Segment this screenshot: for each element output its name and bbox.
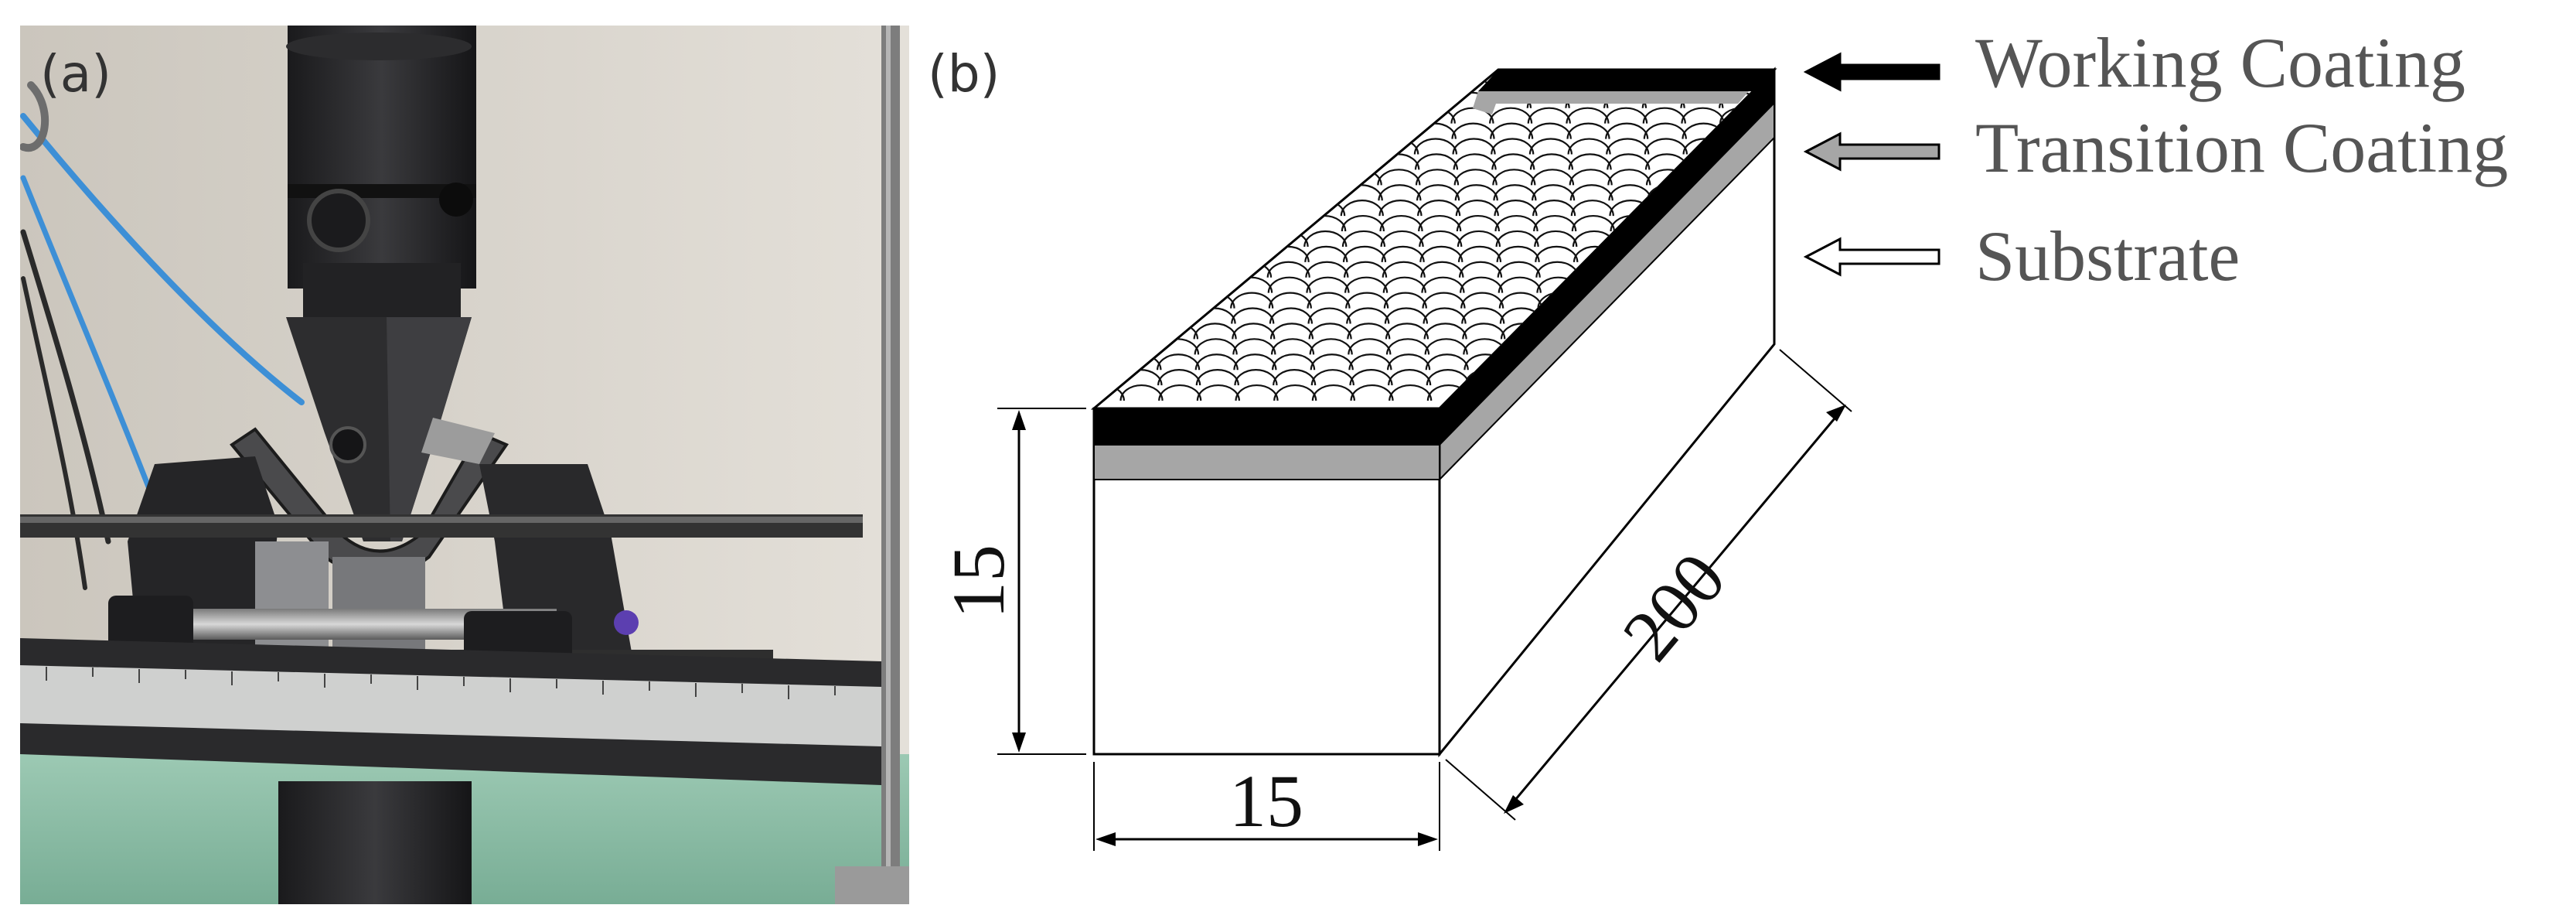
legend-label-substrate: Substrate <box>1975 217 2240 295</box>
legend-label-transition-coating: Transition Coating <box>1975 108 2508 187</box>
height-dimension <box>997 408 1086 755</box>
top-transition-strip <box>1473 91 1749 114</box>
panel-a-label: (a) <box>40 44 111 104</box>
length-dimension <box>1445 349 1852 821</box>
length-label: 200 <box>1607 538 1742 676</box>
width-dimension <box>1093 762 1440 851</box>
ruler <box>20 665 881 746</box>
working-coating-arrow-icon <box>1803 52 1941 92</box>
weld-bead-arc <box>1796 93 1838 108</box>
top-rim-right <box>1423 70 1774 425</box>
front-working-coating <box>1094 408 1440 445</box>
upper-column <box>288 26 476 289</box>
height-label: 15 <box>937 545 1020 619</box>
substrate-arrow-icon <box>1803 237 1941 277</box>
side-working-coating <box>1440 70 1774 445</box>
legend-label-working-coating: Working Coating <box>1975 23 2465 102</box>
ruler-ticks <box>46 667 836 699</box>
cables <box>20 81 305 590</box>
lower-column <box>278 781 472 904</box>
legend-item-working-coating: Working Coating <box>1803 23 2465 102</box>
specimen-schematic <box>1090 67 1838 758</box>
width-label: 15 <box>1229 760 1303 842</box>
front-transition-coating <box>1093 444 1440 480</box>
top-rim-back <box>1478 70 1774 91</box>
legend-item-substrate: Substrate <box>1803 217 2240 295</box>
panel-b-label: (b) <box>928 44 1000 104</box>
bending-test-photo <box>20 26 909 904</box>
transition-coating-arrow-icon <box>1803 131 1941 172</box>
legend-item-transition-coating: Transition Coating <box>1803 108 2508 187</box>
legend: Working Coating Transition Coating Subst… <box>1803 23 2508 295</box>
